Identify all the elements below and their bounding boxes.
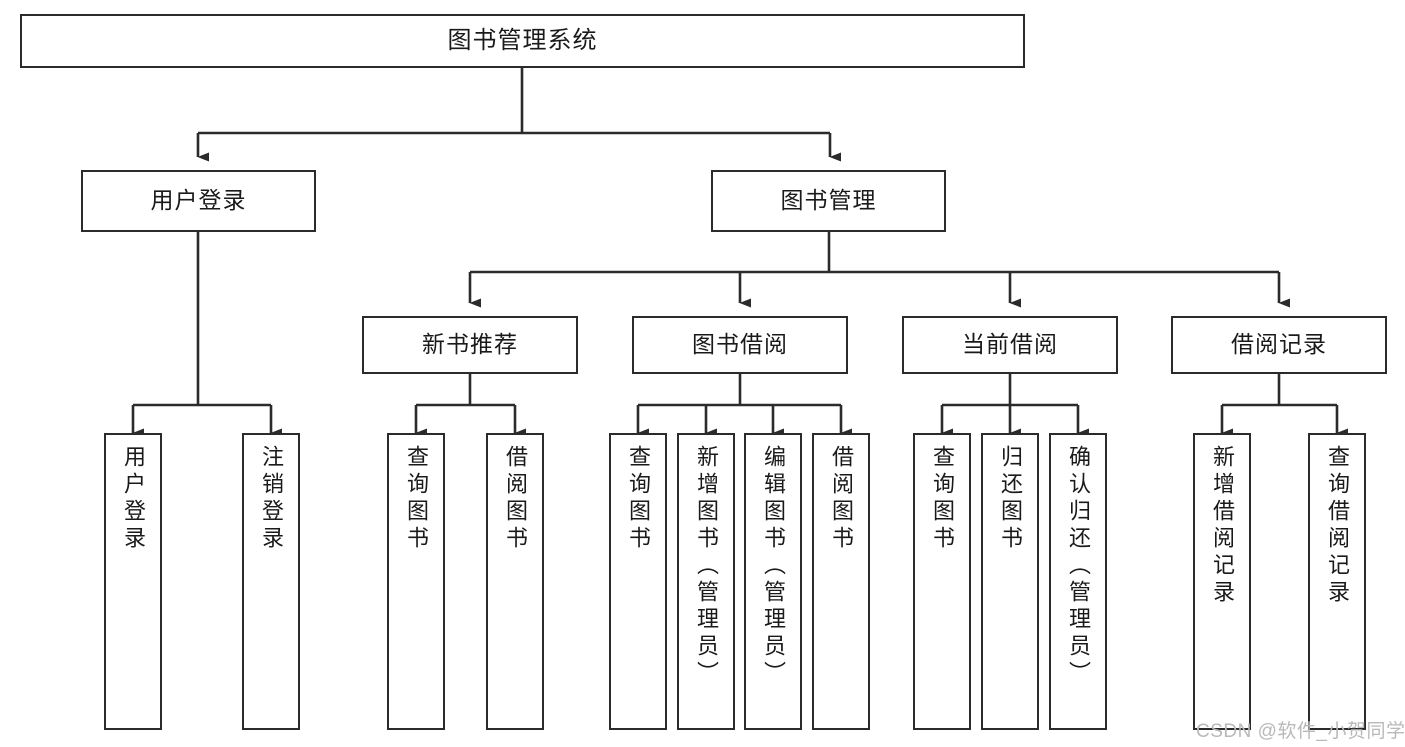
node-user-login[interactable]: 用户登录 (81, 170, 316, 232)
node-label: 用户登录 (150, 187, 247, 214)
leaf-query-book-current[interactable]: 查询图书 (913, 433, 971, 730)
node-label: 编辑图书（管理员） (761, 445, 786, 688)
node-label: 当前借阅 (962, 331, 1058, 358)
node-borrow-record[interactable]: 借阅记录 (1171, 316, 1387, 374)
leaf-add-book[interactable]: 新增图书（管理员） (677, 433, 735, 730)
leaf-borrow-book-recommend[interactable]: 借阅图书 (486, 433, 544, 730)
csdn-watermark: CSDN @软件_小贺同学 (1196, 721, 1405, 742)
node-label: 注销登录 (259, 445, 284, 553)
leaf-query-book-recommend[interactable]: 查询图书 (387, 433, 445, 730)
node-label: 新增借阅记录 (1210, 445, 1235, 607)
node-label: 查询图书 (930, 445, 955, 553)
node-label: 查询借阅记录 (1325, 445, 1350, 607)
node-label: 图书借阅 (692, 331, 788, 358)
leaf-query-book-borrow[interactable]: 查询图书 (609, 433, 667, 730)
node-label: 借阅记录 (1231, 331, 1327, 358)
leaf-query-borrow-record[interactable]: 查询借阅记录 (1308, 433, 1366, 730)
node-label: 图书管理 (780, 187, 877, 214)
leaf-user-login[interactable]: 用户登录 (104, 433, 162, 730)
node-label: 图书管理系统 (447, 26, 598, 54)
node-label: 确认归还（管理员） (1066, 445, 1091, 688)
node-label: 借阅图书 (829, 445, 854, 553)
node-book-borrow[interactable]: 图书借阅 (632, 316, 848, 374)
node-label: 查询图书 (626, 445, 651, 553)
node-label: 新增图书（管理员） (694, 445, 719, 688)
node-label: 归还图书 (998, 445, 1023, 553)
leaf-return-book[interactable]: 归还图书 (981, 433, 1039, 730)
node-label: 新书推荐 (422, 331, 518, 358)
leaf-borrow-book[interactable]: 借阅图书 (812, 433, 870, 730)
leaf-logout-login[interactable]: 注销登录 (242, 433, 300, 730)
node-book-manage[interactable]: 图书管理 (711, 170, 946, 232)
leaf-confirm-return[interactable]: 确认归还（管理员） (1049, 433, 1107, 730)
node-root-system[interactable]: 图书管理系统 (20, 14, 1025, 68)
leaf-edit-book[interactable]: 编辑图书（管理员） (744, 433, 802, 730)
node-label: 查询图书 (404, 445, 429, 553)
node-new-book-recommend[interactable]: 新书推荐 (362, 316, 578, 374)
node-current-borrow[interactable]: 当前借阅 (902, 316, 1118, 374)
node-label: 用户登录 (121, 445, 146, 553)
leaf-add-borrow-record[interactable]: 新增借阅记录 (1193, 433, 1251, 730)
node-label: 借阅图书 (503, 445, 528, 553)
